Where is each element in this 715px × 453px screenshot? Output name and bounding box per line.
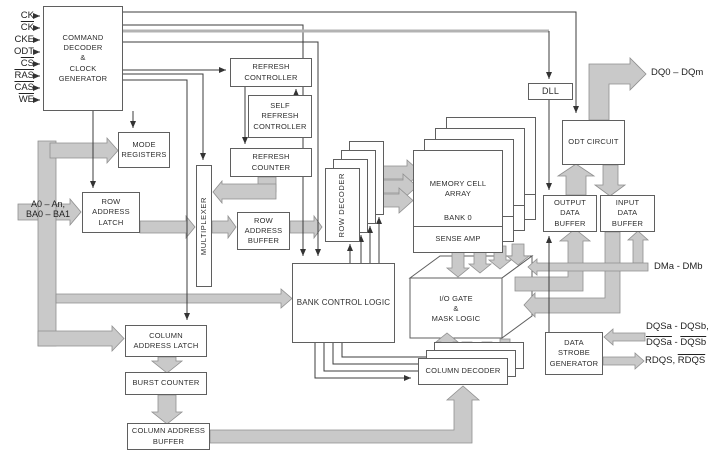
block-odt-circuit: ODT CIRCUIT: [562, 120, 625, 165]
bus-mode-registers: [49, 136, 119, 165]
bus-burst-to-cab: [150, 394, 184, 425]
bus-cal-to-burst: [150, 356, 184, 374]
block-row-decoder: ROW DECODER: [325, 168, 360, 242]
signal-dq: DQ0 – DQm: [651, 67, 704, 78]
label-address-input: A0 – An, BA0 – BA1: [25, 199, 71, 219]
block-self-refresh-controller: SELF REFRESH CONTROLLER: [248, 95, 312, 138]
signal-rdqs: RDQS, RDQS: [645, 355, 706, 366]
line-bcl-to-coldec1: [314, 343, 411, 381]
bus-column-address-latch: [37, 325, 125, 352]
bus-rdqs-out: [602, 352, 645, 370]
line-bcl-to-coldec4: [341, 343, 440, 358]
signal-we-bar: WE: [18, 94, 34, 105]
bus-refcounter-to-mux: [212, 179, 277, 205]
block-io-gate-label: I/O GATE & MASK LOGIC: [431, 293, 481, 324]
bus-odt-to-idb: [593, 164, 627, 197]
bus-odb-to-odt: [556, 163, 596, 196]
line-cd-to-bcl-a: [123, 24, 306, 256]
row-decoder-label: ROW DECODER: [337, 172, 347, 238]
multiplexer-label: MULTIPLEXER: [198, 196, 208, 256]
line-cd-to-cal: [123, 79, 190, 320]
block-multiplexer: MULTIPLEXER: [196, 165, 212, 287]
signal-cke: CKE: [14, 34, 34, 45]
memory-bank-name: BANK 0: [444, 213, 472, 222]
bus-write-path: [523, 231, 621, 319]
signal-cs-bar: CS: [20, 58, 34, 69]
signal-dqs-line1: DQSa - DQSb,: [646, 321, 709, 332]
signal-odt: ODT: [13, 46, 34, 57]
signal-dqs-line2: DQSa - DQSb: [646, 337, 707, 348]
block-input-data-buffer: INPUT DATA BUFFER: [600, 195, 655, 232]
signal-ck: CK: [20, 10, 34, 21]
line-cd-to-odt: [123, 11, 579, 113]
line-bcl-to-coldec2: [323, 343, 424, 372]
line-bcl-to-coldec3: [332, 343, 432, 365]
block-memory-bank0: MEMORY CELL ARRAY BANK 0 SENSE AMP: [413, 150, 503, 253]
bus-rab-to-rowdec: [289, 214, 323, 240]
block-dll: DLL: [528, 83, 573, 100]
bus-ral-to-mux: [139, 214, 196, 240]
sense-amp-strip: SENSE AMP: [414, 226, 502, 252]
signal-dm: DMa - DMb: [654, 261, 703, 272]
line-cd-to-bcl-b: [123, 41, 321, 256]
block-refresh-controller: REFRESH CONTROLLER: [230, 58, 312, 87]
bus-bank-control: [55, 288, 293, 309]
bus-odt-to-dq: [588, 57, 647, 121]
block-mode-registers: MODE REGISTERS: [118, 132, 170, 168]
block-burst-counter: BURST COUNTER: [125, 372, 207, 395]
bus-dqs-in: [603, 328, 646, 346]
block-column-address-buffer: COLUMN ADDRESS BUFFER: [127, 423, 210, 450]
signal-ras-bar: RAS: [14, 70, 34, 81]
bus-bank-io-1: [445, 249, 471, 278]
block-command-decoder: COMMAND DECODER & CLOCK GENERATOR: [43, 6, 123, 111]
signal-cas-bar: CAS: [14, 82, 34, 93]
block-row-address-buffer: ROW ADDRESS BUFFER: [237, 212, 290, 250]
block-row-address-latch: ROW ADDRESS LATCH: [82, 192, 140, 233]
signal-ck-bar: CK: [20, 22, 34, 33]
bus-dm-branch: [626, 230, 650, 264]
bus-bank-io-4: [505, 243, 531, 266]
bus-address-vertical: [37, 140, 57, 347]
bus-mux-to-rab: [211, 214, 237, 240]
bus-cab-to-coldec: [209, 385, 481, 444]
block-bank-control-logic: BANK CONTROL LOGIC: [292, 263, 395, 343]
block-output-data-buffer: OUTPUT DATA BUFFER: [543, 195, 597, 232]
block-data-strobe-generator: DATA STROBE GENERATOR: [545, 332, 603, 375]
control-line-layer: [33, 11, 579, 381]
block-column-address-latch: COLUMN ADDRESS LATCH: [125, 325, 207, 357]
bus-dm: [527, 258, 649, 276]
block-refresh-counter: REFRESH COUNTER: [230, 148, 312, 177]
gray-bus-layer: [17, 57, 650, 444]
line-cd-to-mux: [123, 73, 206, 160]
memory-array-title: MEMORY CELL ARRAY: [429, 179, 487, 199]
block-column-decoder: COLUMN DECODER: [418, 358, 508, 385]
